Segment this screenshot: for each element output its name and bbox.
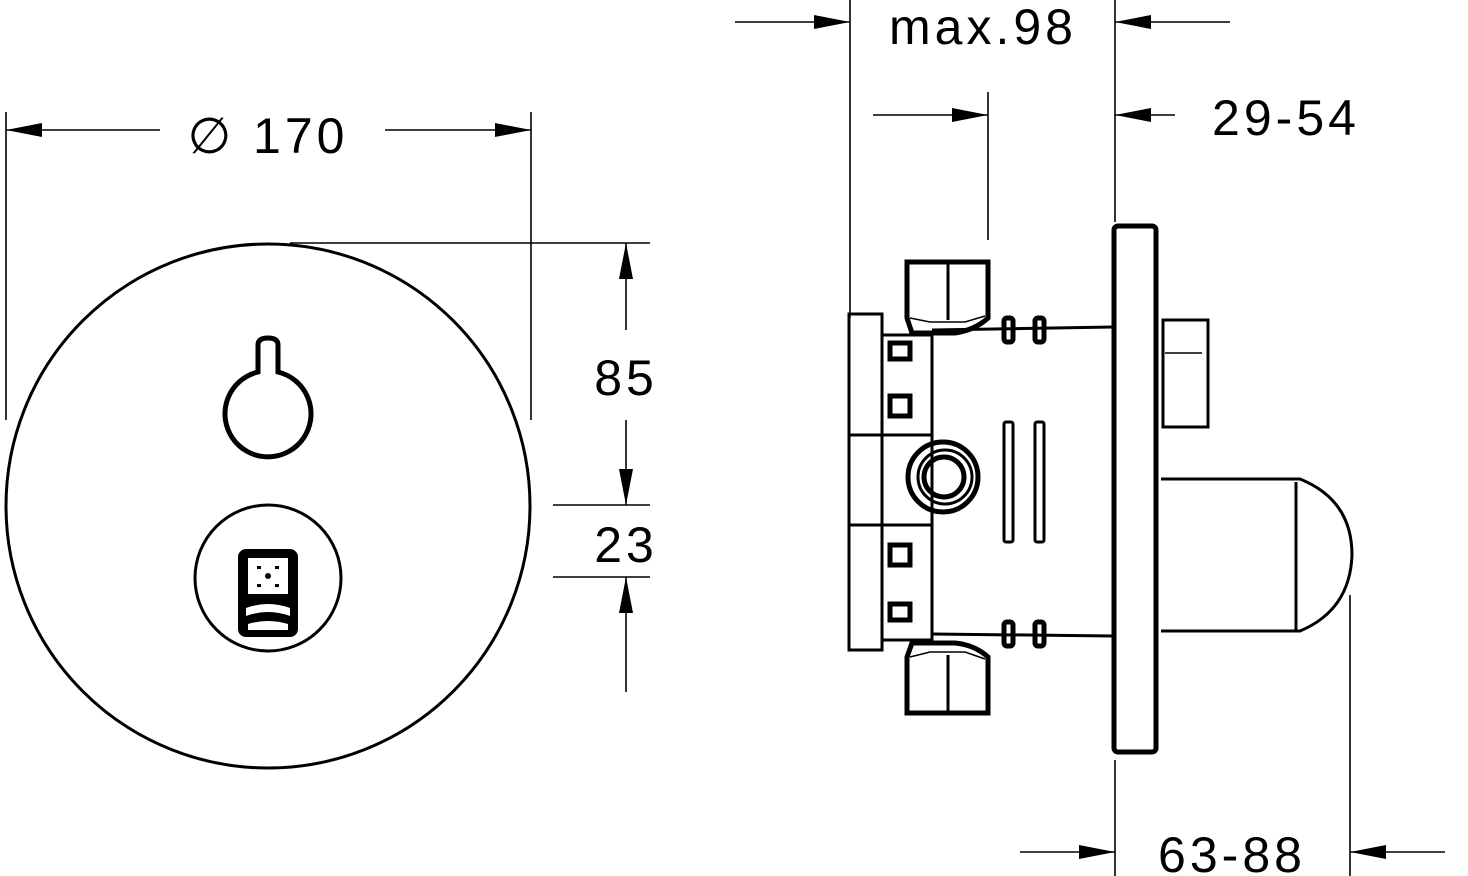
front-view: ∅ 170 85 23 [4, 108, 658, 770]
pipe-nut-bottom [904, 640, 991, 716]
side-view: max.98 29-54 63-88 [735, 0, 1445, 876]
wall-flange [1111, 223, 1159, 755]
projection-range-label: 63-88 [1158, 827, 1306, 876]
wall-range-dimension: 29-54 [873, 90, 1360, 240]
height-upper-label: 85 [594, 350, 658, 406]
push-button-icon [238, 549, 298, 637]
wall-range-label: 29-54 [1212, 90, 1360, 146]
height-lower-label: 23 [594, 517, 658, 573]
height-dimension: 85 23 [290, 242, 658, 692]
keyhole-opening [222, 335, 314, 460]
max-depth-label: max.98 [889, 0, 1077, 55]
projection-range-dimension: 63-88 [1020, 595, 1445, 876]
max-depth-dimension: max.98 [735, 0, 1230, 318]
valve-body [847, 223, 1354, 755]
diameter-dimension: ∅ 170 [5, 108, 532, 420]
adjustment-knob [1161, 318, 1210, 429]
diameter-label: ∅ 170 [188, 108, 349, 164]
button-ring [193, 503, 343, 653]
mounting-plate [847, 312, 884, 652]
pipe-nut-top [904, 259, 991, 336]
push-handle [1161, 477, 1354, 633]
cover-plate-outline [4, 242, 532, 770]
outlet-connector [905, 439, 981, 515]
